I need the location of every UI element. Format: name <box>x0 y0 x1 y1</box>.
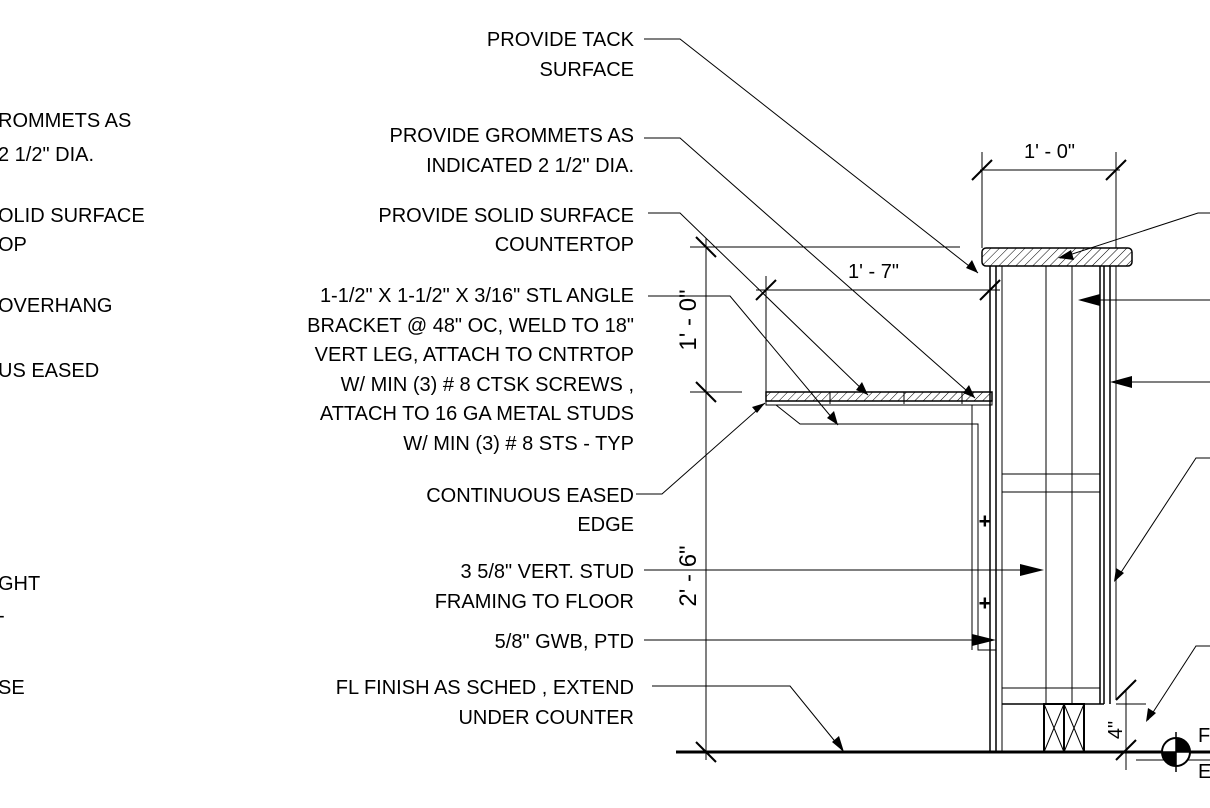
left-note-5: OVERHANG <box>0 295 112 317</box>
left-note-6: US EASED <box>0 360 99 382</box>
left-cut-notes: ROMMETS AS 2 1/2" DIA. OLID SURFACE OP O… <box>0 110 145 699</box>
right-edge-letter-2: E <box>1198 761 1210 783</box>
leader-tack-surface <box>644 38 979 274</box>
dim-overhang: 1' - 7" <box>848 261 899 283</box>
note-solid-surface-2: COUNTERTOP <box>495 234 634 256</box>
arrow-right-5 <box>1146 708 1156 722</box>
note-angle-bracket-2: BRACKET @ 48" OC, WELD TO 18" <box>307 315 634 337</box>
leader-eased-edge <box>636 402 766 495</box>
note-angle-bracket-1: 1-1/2" X 1-1/2" X 3/16" STL ANGLE <box>320 285 634 307</box>
screw-mark-2: + <box>979 593 991 615</box>
arrow-eased-edge <box>752 403 765 413</box>
note-floor-finish-2: UNDER COUNTER <box>458 707 634 729</box>
note-angle-bracket-6: W/ MIN (3) # 8 STS - TYP <box>403 433 634 455</box>
datum-symbol <box>1156 732 1196 772</box>
leader-solid-surface <box>648 212 869 396</box>
screw-mark-1: + <box>979 511 991 533</box>
arrow-angle-bracket <box>827 411 838 425</box>
dim-wall-width: 1' - 0" <box>1024 141 1075 163</box>
left-note-7: GHT <box>0 573 40 595</box>
note-gwb: 5/8" GWB, PTD <box>495 631 634 653</box>
leader-right-4 <box>1115 457 1210 581</box>
left-note-4: OP <box>0 234 27 256</box>
leader-angle-bracket <box>648 295 839 426</box>
note-angle-bracket-5: ATTACH TO 16 GA METAL STUDS <box>320 403 634 425</box>
countertop <box>765 391 993 402</box>
note-eased-edge-1: CONTINUOUS EASED <box>426 485 634 507</box>
arrow-gwb <box>972 634 996 646</box>
wall-cap <box>981 247 1133 267</box>
left-note-2: 2 1/2" DIA. <box>0 144 94 166</box>
note-grommets-1: PROVIDE GROMMETS AS <box>390 125 634 147</box>
angle-bracket <box>775 404 996 651</box>
left-note-9: SE <box>0 677 25 699</box>
right-edge-letter-1: F <box>1198 725 1210 747</box>
leader-right-5 <box>1147 645 1210 721</box>
left-note-8: - <box>0 605 5 627</box>
left-note-3: OLID SURFACE <box>0 205 145 227</box>
arrow-right-3 <box>1110 376 1132 388</box>
dim-counter-rise: 1' - 0" <box>675 289 702 350</box>
note-solid-surface-1: PROVIDE SOLID SURFACE <box>378 205 634 227</box>
dimension-lines <box>690 152 1146 770</box>
note-floor-finish-1: FL FINISH AS SCHED , EXTEND <box>336 677 634 699</box>
leader-right-1 <box>1059 212 1210 259</box>
note-angle-bracket-3: VERT LEG, ATTACH TO CNTRTOP <box>315 344 634 366</box>
callout-notes: PROVIDE TACK SURFACE PROVIDE GROMMETS AS… <box>307 29 634 729</box>
leader-grommets <box>644 137 976 399</box>
dim-base-height: 4" <box>1105 721 1127 739</box>
leader-floor-finish <box>652 685 843 751</box>
arrow-stud-framing <box>1020 564 1044 576</box>
left-note-1: ROMMETS AS <box>0 110 131 132</box>
note-stud-framing-2: FRAMING TO FLOOR <box>435 591 634 613</box>
note-grommets-2: INDICATED 2 1/2" DIA. <box>426 155 634 177</box>
dim-counter-height: 2' - 6" <box>675 545 702 606</box>
note-tack-surface-2: SURFACE <box>540 59 634 81</box>
note-stud-framing-1: 3 5/8" VERT. STUD <box>461 561 634 583</box>
arrow-right-2 <box>1078 294 1100 306</box>
note-eased-edge-2: EDGE <box>577 514 634 536</box>
arrow-tack-surface <box>966 260 978 273</box>
note-angle-bracket-4: W/ MIN (3) # 8 CTSK SCREWS , <box>341 374 634 396</box>
wall-section: + + <box>676 247 1210 761</box>
arrow-floor-finish <box>832 736 844 752</box>
note-tack-surface-1: PROVIDE TACK <box>487 29 635 51</box>
